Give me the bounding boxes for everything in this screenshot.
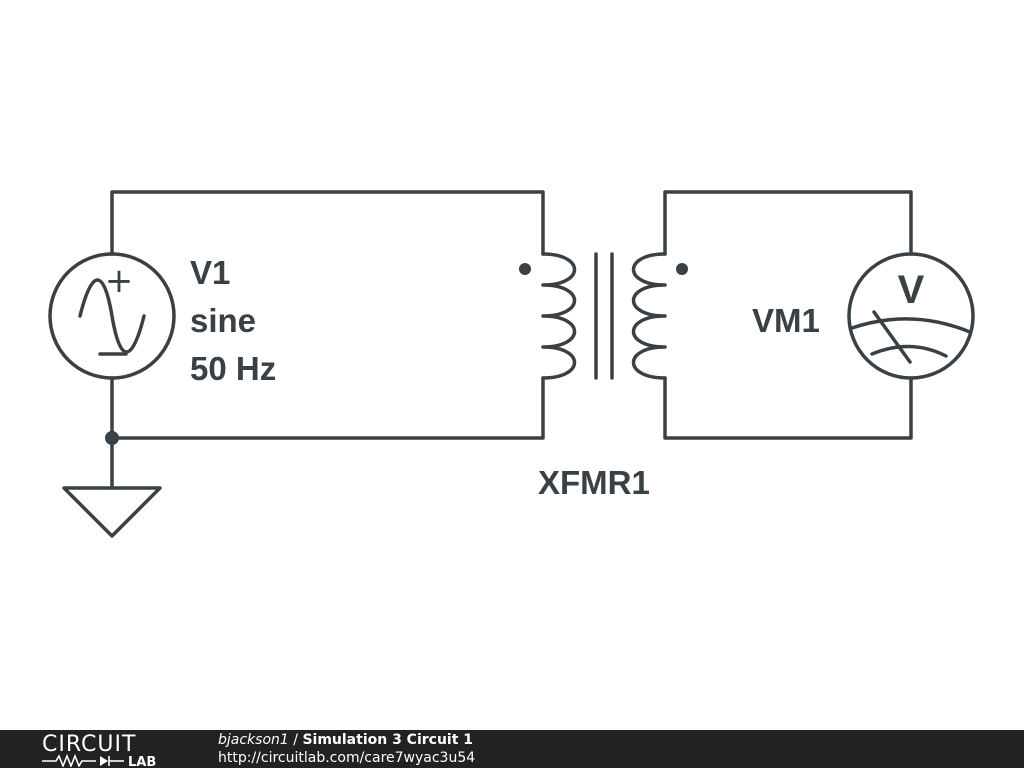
meter-needle-icon <box>872 310 912 364</box>
wire-xfmr-bottom-to-vm1 <box>663 376 913 440</box>
footer-info: bjackson1 / Simulation 3 Circuit 1 http:… <box>218 731 475 767</box>
footer-url[interactable]: http://circuitlab.com/care7wyac3u54 <box>218 750 476 766</box>
source-type-label: sine <box>190 302 256 339</box>
wire-xfmr-top-to-vm1 <box>663 190 913 256</box>
voltmeter-circle <box>847 252 975 380</box>
voltage-source-v1[interactable]: + <box>48 252 176 380</box>
title-separator: / <box>288 732 303 748</box>
logo-diode-icon <box>100 756 108 766</box>
transformer-name-label: XFMR1 <box>538 464 650 501</box>
voltmeter-name-label: VM1 <box>752 302 820 339</box>
wire-v1-bottom-to-xfmr <box>110 376 545 440</box>
wire-v1-top-to-xfmr <box>110 190 545 256</box>
circuitlab-logo[interactable]: CIRCUIT LAB <box>42 731 182 767</box>
secondary-coil-icon <box>632 252 667 380</box>
circuit-schematic: + V1 sine 50 Hz XFMR1 V VM1 <box>48 190 975 538</box>
primary-coil-icon <box>541 252 576 380</box>
voltage-source-circle <box>48 252 176 380</box>
circuit-title: Simulation 3 Circuit 1 <box>302 732 474 748</box>
primary-wires <box>110 190 545 440</box>
footer-bar: CIRCUIT LAB bjackson1 / Simulation 3 Cir… <box>0 730 1024 768</box>
logo-text-top: CIRCUIT <box>42 732 136 757</box>
meter-scale-arc-outer <box>850 317 972 334</box>
source-frequency-label: 50 Hz <box>190 350 276 387</box>
logo-resistor-icon <box>42 753 96 767</box>
transformer-xfmr1[interactable] <box>519 252 688 380</box>
sine-wave-icon <box>78 278 146 354</box>
voltmeter-symbol: V <box>898 268 925 312</box>
primary-polarity-dot <box>519 263 531 275</box>
ground-icon <box>62 486 162 538</box>
junction-node <box>105 431 119 445</box>
source-name-label: V1 <box>190 254 230 291</box>
logo-text-bottom: LAB <box>128 755 156 767</box>
voltmeter-vm1[interactable]: V <box>847 252 975 380</box>
meter-scale-arc-inner <box>870 344 948 358</box>
secondary-polarity-dot <box>676 263 688 275</box>
secondary-wires <box>663 190 913 440</box>
footer-title-line: bjackson1 / Simulation 3 Circuit 1 <box>218 731 475 749</box>
plus-sign: + <box>105 261 134 301</box>
author-link[interactable]: bjackson1 <box>218 732 289 748</box>
